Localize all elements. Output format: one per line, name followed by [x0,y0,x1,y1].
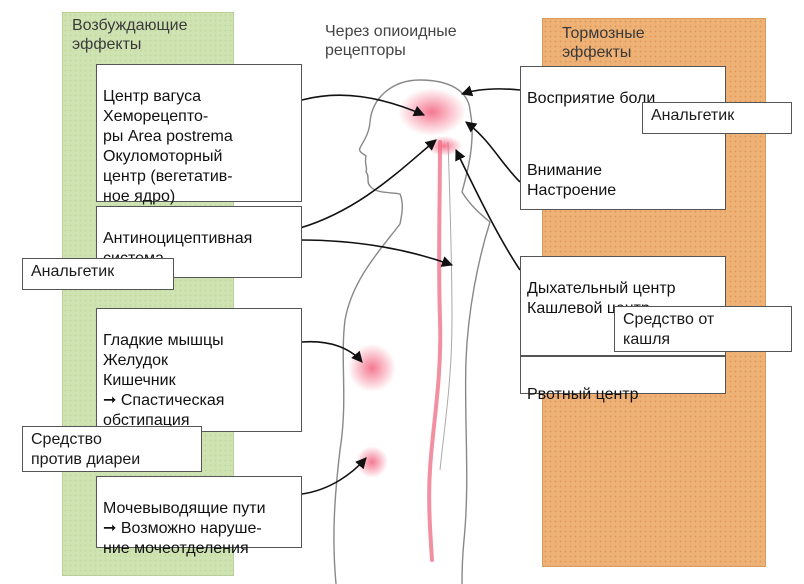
bladder-spot [356,446,388,478]
opioid-receptors-label: Через опиоидные рецепторы [325,23,457,59]
vagus-center-text: Центр вагуса Хеморецепто- ры Area postre… [103,88,233,205]
smooth-muscle-text: Гладкие мышцы Желудок Кишечник ➞ Спастич… [103,332,225,429]
arrow-antinociceptive-brain [299,139,437,229]
antidiarrheal-tag: Средство против диареи [22,426,202,472]
stomach-spot [348,344,396,392]
arrow-gut [301,340,363,363]
torso-back [461,221,491,584]
neck-back [461,109,491,223]
arrow-urinary [301,457,367,495]
spinal-cord-outline [439,141,453,471]
brain-spot [398,88,466,136]
analgesic-tag-right: Анальгетик [642,102,792,134]
pain-perception-box: Восприятие боли Внимание Настроение [520,66,726,210]
arrow-pain [460,85,521,97]
arrow-attention [465,121,521,183]
urinary-tract-text: Мочевыводящие пути ➞ Возможно наруше- ни… [103,500,266,557]
vomiting-center-text: Рвотный центр [527,386,639,403]
smooth-muscle-box: Гладкие мышцы Желудок Кишечник ➞ Спастич… [96,308,302,432]
excitatory-title: Возбуждающие эффекты [72,17,188,53]
antitussive-tag: Средство от кашля [614,306,792,352]
vomiting-center-box: Рвотный центр [520,356,726,403]
urinary-tract-box: Мочевыводящие пути ➞ Возможно наруше- ни… [96,476,302,557]
spinal-cord [427,140,443,562]
torso-front [333,223,401,584]
vagus-center-box: Центр вагуса Хеморецепто- ры Area postre… [96,64,302,205]
head-outline [358,79,471,225]
arrow-antinociceptive-spine [299,239,454,267]
arrow-respiratory [455,148,521,271]
respiratory-center-text: Дыхательный центр Кашлевой центр [527,280,676,317]
inhibitory-title: Тормозные эффекты [562,25,645,61]
arrow-vagus-to-brain [301,94,426,117]
analgesic-tag-left: Анальгетик [22,258,174,290]
attention-mood-text: Внимание Настроение [527,162,617,199]
